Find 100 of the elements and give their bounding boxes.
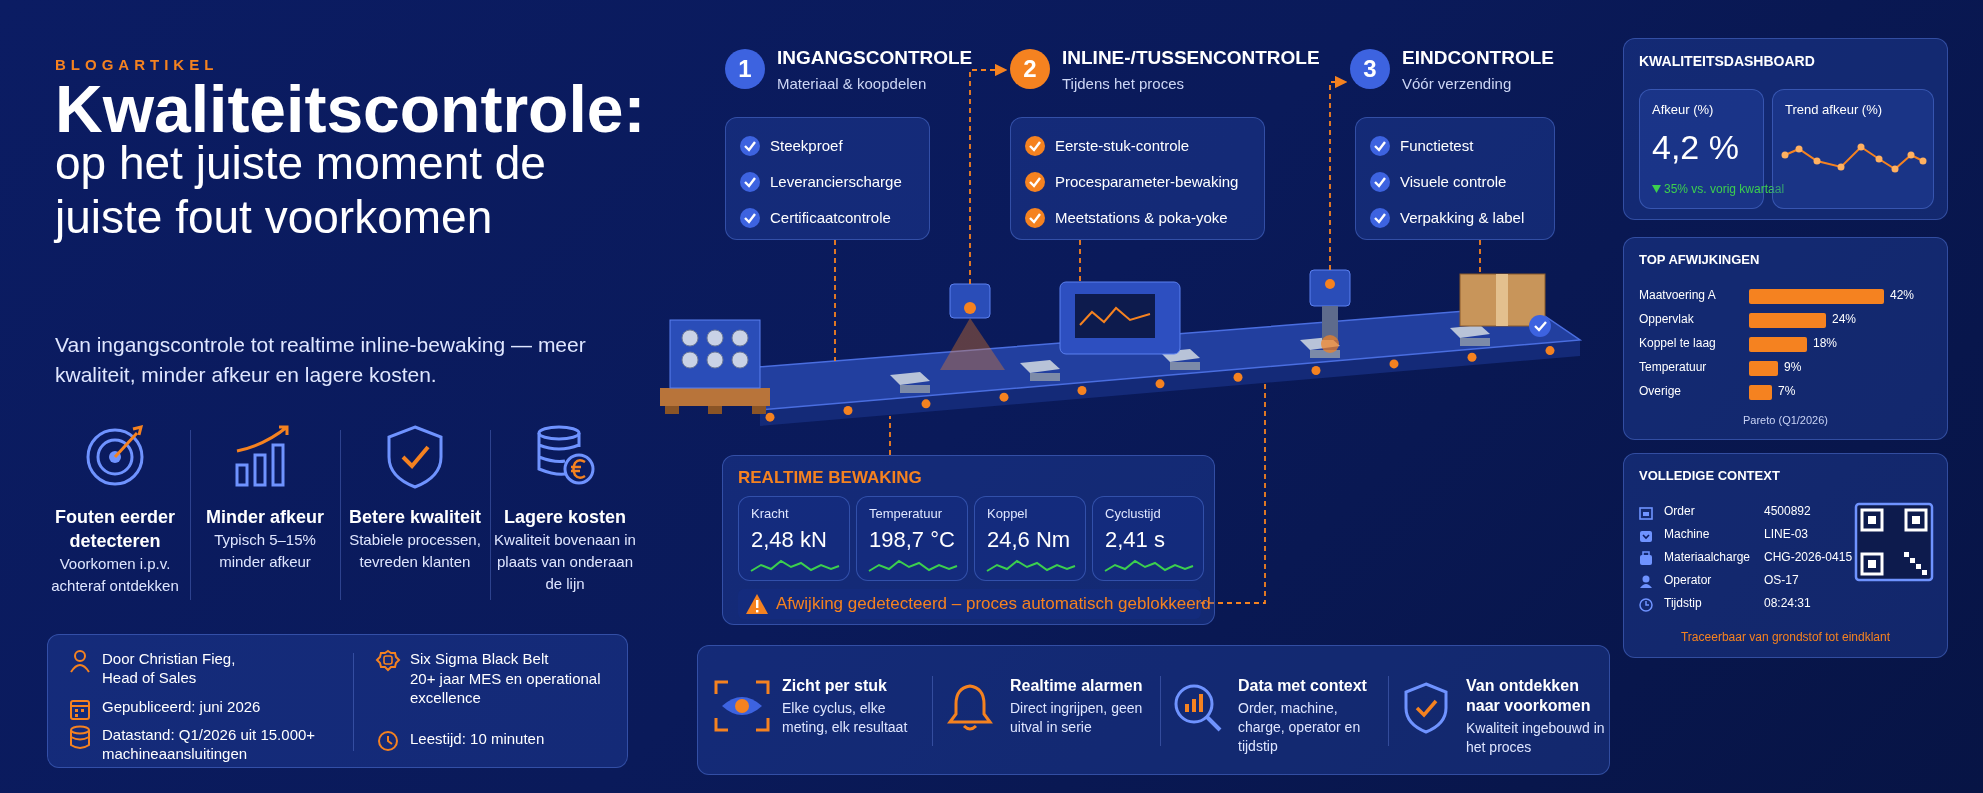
checklist-item: Procesparameter-bewaking bbox=[1055, 173, 1239, 190]
benefit-description: Typisch 5–15% minder afkeur bbox=[213, 530, 317, 572]
checklist-item: Visuele controle bbox=[1400, 173, 1507, 190]
subtitle: Van ingangscontrole tot realtime inline-bewaking — meer kwaliteit, minder afkeur en lagere kosten. bbox=[55, 332, 587, 388]
checklist-item: Functietest bbox=[1400, 137, 1474, 154]
benefit-heading: Fouten eerder detecteren bbox=[54, 506, 176, 553]
kpi-label: Afkeur (%) bbox=[1652, 102, 1714, 117]
metric-card bbox=[856, 496, 968, 581]
checklist-item: Meetstations & poka-yoke bbox=[1055, 209, 1228, 226]
checklist-card bbox=[1355, 117, 1555, 240]
checklist-item: Verpakking & label bbox=[1400, 209, 1525, 226]
feature-heading: Realtime alarmen bbox=[1010, 676, 1144, 696]
benefit-heading: Lagere kosten bbox=[502, 506, 627, 529]
value-label: 42% bbox=[1890, 288, 1915, 302]
feature-description: Elke cyclus, elke meting, elk resultaat bbox=[782, 699, 909, 737]
field-value: LINE-03 bbox=[1764, 527, 1809, 541]
checklist-item: Certificaatcontrole bbox=[770, 209, 891, 226]
checklist-item: Steekproef bbox=[770, 137, 843, 154]
checklist-item: Eerste-stuk-controle bbox=[1055, 137, 1190, 154]
step-title: INLINE-/TUSSENCONTROLE bbox=[1062, 47, 1320, 69]
metric-card bbox=[738, 496, 850, 581]
kpi-value: 4,2 % bbox=[1652, 128, 1739, 167]
chart-title: Trend afkeur (%) bbox=[1785, 102, 1883, 117]
feature-description: Order, machine, charge, operator en tijdstip bbox=[1238, 699, 1362, 756]
page-title: Kwaliteitscontrole: op het juiste moment de juiste fout voorkomen bbox=[55, 82, 647, 244]
dashed-arrow bbox=[1329, 75, 1348, 271]
author-info: Gepubliceerd: juni 2026 bbox=[102, 697, 262, 716]
card-heading: VOLLEDIGE CONTEXT bbox=[1639, 468, 1780, 483]
feature-description: Direct ingrijpen, geen uitval in serie bbox=[1010, 699, 1144, 737]
checklist-card bbox=[725, 117, 930, 240]
feature-description: Kwaliteit ingebouwd in het proces bbox=[1466, 719, 1606, 757]
step-number-badge: 2 bbox=[1010, 49, 1050, 89]
step-subtitle: Tijdens het proces bbox=[1062, 75, 1184, 92]
author-info: Datastand: Q1/2026 uit 15.000+ machineaansluitingen bbox=[102, 725, 317, 763]
leader-line bbox=[1079, 239, 1081, 283]
step-subtitle: Materiaal & koopdelen bbox=[777, 75, 927, 92]
author-info: 20+ jaar MES en operational excellence bbox=[410, 669, 602, 707]
field-label: Operator bbox=[1664, 573, 1712, 587]
field-label: Machine bbox=[1664, 527, 1710, 541]
feature-heading: Data met context bbox=[1238, 676, 1368, 696]
leader-line bbox=[1199, 383, 1266, 604]
feature-heading: Zicht per stuk bbox=[782, 676, 888, 696]
leader-line bbox=[889, 415, 891, 456]
benefit-description: Kwaliteit bovenaan in plaats van onderaan de lijn bbox=[493, 530, 637, 594]
benefit-description: Stabiele processen, tevreden klanten bbox=[348, 530, 482, 572]
card-heading: KWALITEITSDASHBOARD bbox=[1639, 53, 1815, 69]
field-label: Tijdstip bbox=[1664, 596, 1702, 610]
category-label: Maatvoering A bbox=[1639, 288, 1716, 302]
pareto-card bbox=[1623, 237, 1948, 440]
category-label: Overige bbox=[1639, 384, 1682, 398]
field-value: 08:24:31 bbox=[1764, 596, 1811, 610]
field-value: OS-17 bbox=[1764, 573, 1799, 587]
value-label: 18% bbox=[1813, 336, 1838, 350]
author-info: Six Sigma Black Belt bbox=[410, 649, 550, 668]
benefits-band bbox=[697, 645, 1610, 775]
benefit-heading: Minder afkeur bbox=[205, 506, 325, 529]
trend-change: 35% vs. vorig kwartaal bbox=[1664, 182, 1785, 196]
benefit-heading: Betere kwaliteit bbox=[347, 506, 483, 529]
metric-value: 2,41 s bbox=[1105, 527, 1165, 553]
metric-label: Kracht bbox=[751, 506, 789, 521]
benefit-description: Voorkomen i.p.v. achteraf ontdekken bbox=[50, 554, 180, 596]
author-info: Door Christian Fieg, Head of Sales bbox=[102, 649, 237, 687]
author-card bbox=[47, 634, 628, 768]
category-label: Koppel te laag bbox=[1639, 336, 1716, 350]
step-title: EINDCONTROLE bbox=[1402, 47, 1554, 69]
field-value: CHG-2026-0415 bbox=[1764, 550, 1853, 564]
dashed-arrow bbox=[969, 63, 1008, 285]
card-heading: TOP AFWIJKINGEN bbox=[1639, 252, 1760, 267]
monitoring-panel bbox=[722, 455, 1215, 625]
context-card bbox=[1623, 453, 1948, 658]
step-title: INGANGSCONTROLE bbox=[777, 47, 973, 69]
chart-caption: Pareto (Q1/2026) bbox=[1742, 414, 1829, 426]
metric-label: Koppel bbox=[987, 506, 1028, 521]
field-value: 4500892 bbox=[1764, 504, 1811, 518]
dashboard-card bbox=[1623, 38, 1948, 220]
metric-value: 2,48 kN bbox=[751, 527, 827, 553]
metric-card bbox=[974, 496, 1086, 581]
panel-heading: REALTIME BEWAKING bbox=[738, 468, 922, 488]
checklist-card bbox=[1010, 117, 1265, 240]
step-number-badge: 3 bbox=[1350, 49, 1390, 89]
category-label: Temperatuur bbox=[1639, 360, 1707, 374]
value-label: 7% bbox=[1778, 384, 1796, 398]
author-info: Leestijd: 10 minuten bbox=[410, 729, 546, 748]
field-label: Order bbox=[1664, 504, 1695, 518]
metric-card bbox=[1092, 496, 1204, 581]
alert-message: Afwijking gedetecteerd – proces automatisch geblokkeerd bbox=[776, 594, 1211, 614]
leader-line bbox=[834, 239, 836, 362]
metric-value: 198,7 °C bbox=[869, 527, 955, 553]
card-footer: Traceerbaar van grondstof tot eindklant bbox=[1624, 630, 1947, 644]
eyebrow-label: BLOGARTIKEL bbox=[55, 56, 219, 73]
metric-label: Cyclustijd bbox=[1105, 506, 1161, 521]
value-label: 24% bbox=[1832, 312, 1857, 326]
metric-label: Temperatuur bbox=[869, 506, 942, 521]
feature-heading: Van ontdekken naar voorkomen bbox=[1466, 676, 1592, 716]
value-label: 9% bbox=[1784, 360, 1802, 374]
checklist-item: Leverancierscharge bbox=[770, 173, 902, 190]
field-label: Materiaalcharge bbox=[1664, 550, 1751, 564]
metric-value: 24,6 Nm bbox=[987, 527, 1071, 553]
leader-line bbox=[1479, 239, 1481, 275]
category-label: Oppervlak bbox=[1639, 312, 1694, 326]
